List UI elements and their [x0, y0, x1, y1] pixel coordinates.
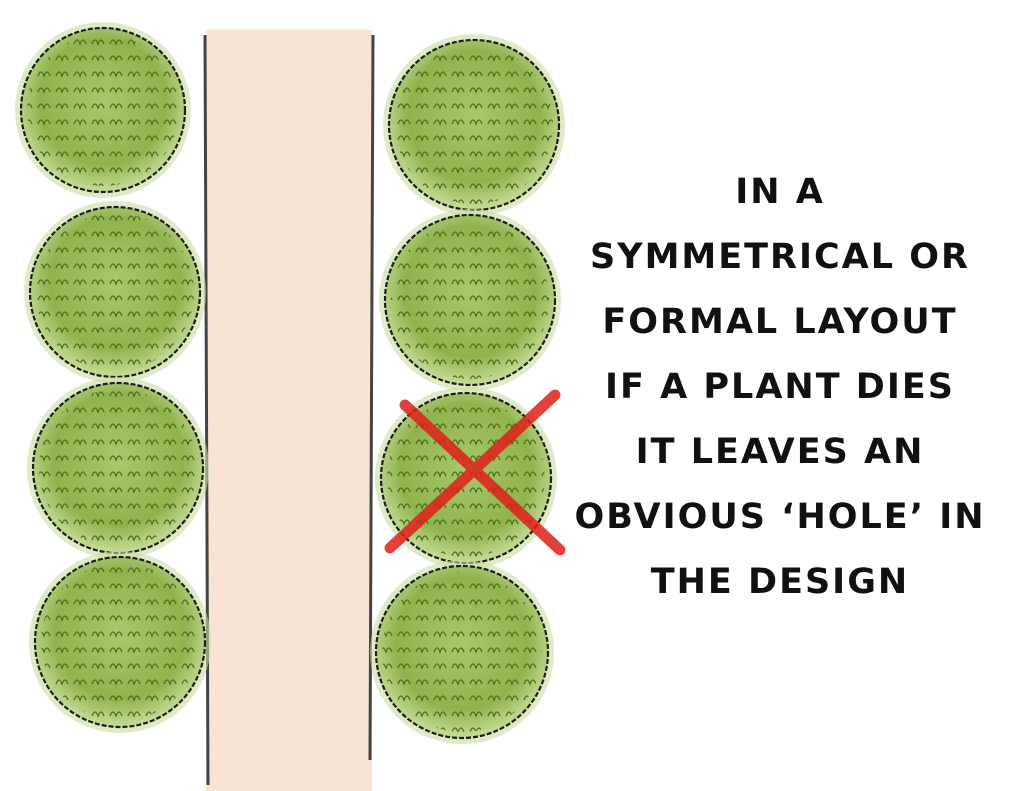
caption-line: IT LEAVES AN — [635, 432, 925, 472]
shrub — [370, 560, 554, 744]
shrub — [27, 377, 209, 559]
path — [206, 30, 372, 791]
caption-line: IF A PLANT DIES — [605, 367, 955, 407]
caption-line: THE DESIGN — [650, 562, 910, 602]
shrub — [383, 34, 565, 216]
caption: IN A SYMMETRICAL OR FORMAL LAYOUT IF A P… — [560, 160, 1000, 615]
shrub — [379, 209, 561, 391]
shrub — [15, 22, 191, 198]
caption-line: SYMMETRICAL OR — [590, 237, 970, 277]
shrub — [29, 551, 211, 733]
caption-line: OBVIOUS ‘HOLE’ IN — [574, 497, 986, 537]
caption-line: IN A — [735, 172, 825, 212]
caption-line: FORMAL LAYOUT — [602, 302, 958, 342]
shrub — [24, 201, 206, 383]
path-edge-right — [368, 34, 375, 761]
dead-plant-cross — [384, 389, 566, 556]
